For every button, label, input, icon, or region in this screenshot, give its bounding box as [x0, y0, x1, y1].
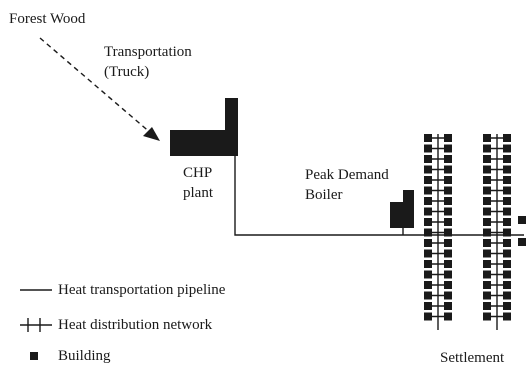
- settlement-label: Settlement: [440, 350, 505, 366]
- building-square: [444, 155, 452, 163]
- building-square: [424, 302, 432, 310]
- building-square: [424, 260, 432, 268]
- building-square: [424, 249, 432, 258]
- building-square: [444, 218, 452, 226]
- building-square: [503, 155, 511, 163]
- settlement-network: [424, 134, 526, 330]
- building-square: [444, 165, 452, 174]
- chp-label: CHP: [183, 165, 213, 181]
- building-square: [483, 249, 491, 258]
- building-square: [444, 228, 452, 237]
- building-square: [424, 144, 432, 153]
- truck-label: (Truck): [104, 64, 150, 80]
- building-square: [518, 238, 526, 246]
- plant-label: plant: [183, 185, 213, 201]
- peak-boiler-chimney: [403, 190, 414, 204]
- building-square: [483, 207, 491, 216]
- boiler-label: Boiler: [305, 187, 343, 203]
- building-square: [483, 134, 491, 142]
- building-square: [503, 186, 511, 195]
- building-square: [503, 228, 511, 237]
- chp-plant-chimney: [225, 98, 238, 156]
- building-square: [424, 218, 432, 226]
- building-square: [424, 155, 432, 163]
- building-square: [444, 291, 452, 300]
- building-square: [424, 239, 432, 247]
- building-square: [503, 197, 511, 205]
- legend-pipeline-label: Heat transportation pipeline: [58, 282, 226, 298]
- legend-network-label: Heat distribution network: [58, 317, 213, 333]
- forest-wood-label: Forest Wood: [9, 11, 86, 27]
- building-square: [518, 216, 526, 224]
- building-square: [483, 291, 491, 300]
- building-square: [503, 144, 511, 153]
- building-square: [503, 207, 511, 216]
- building-square: [503, 134, 511, 142]
- building-square: [483, 197, 491, 205]
- building-square: [503, 260, 511, 268]
- legend-building-label: Building: [58, 348, 111, 364]
- building-square: [444, 312, 452, 321]
- building-square: [444, 239, 452, 247]
- building-square: [424, 270, 432, 279]
- building-square: [483, 165, 491, 174]
- building-square: [483, 155, 491, 163]
- building-square: [483, 239, 491, 247]
- building-square: [483, 218, 491, 226]
- building-square: [424, 176, 432, 184]
- building-square: [503, 176, 511, 184]
- building-square: [444, 249, 452, 258]
- building-square: [424, 197, 432, 205]
- building-square: [444, 281, 452, 289]
- building-square: [444, 176, 452, 184]
- building-square: [483, 228, 491, 237]
- building-square: [483, 302, 491, 310]
- building-square: [483, 186, 491, 195]
- building-square: [503, 281, 511, 289]
- transportation-label: Transportation: [104, 44, 192, 60]
- building-square: [483, 270, 491, 279]
- building-square: [424, 291, 432, 300]
- building-square: [503, 165, 511, 174]
- building-square: [424, 281, 432, 289]
- building-square: [424, 165, 432, 174]
- building-square: [503, 270, 511, 279]
- building-square: [424, 228, 432, 237]
- building-square: [444, 270, 452, 279]
- building-square: [444, 302, 452, 310]
- building-square: [483, 144, 491, 153]
- building-square: [503, 302, 511, 310]
- building-square: [444, 197, 452, 205]
- building-square: [503, 218, 511, 226]
- building-square: [424, 312, 432, 321]
- building-square: [503, 239, 511, 247]
- peak-boiler-building: [390, 202, 414, 228]
- building-square: [503, 312, 511, 321]
- building-square: [444, 207, 452, 216]
- building-square: [483, 281, 491, 289]
- building-square: [483, 260, 491, 268]
- legend-building-square: [30, 352, 38, 360]
- building-square: [503, 249, 511, 258]
- building-square: [444, 186, 452, 195]
- building-square: [444, 260, 452, 268]
- building-square: [483, 176, 491, 184]
- building-square: [483, 312, 491, 321]
- legend-cross-line: [20, 318, 52, 332]
- building-square: [444, 144, 452, 153]
- truck-transport-arrow: [39, 37, 153, 135]
- building-square: [424, 186, 432, 195]
- building-square: [503, 291, 511, 300]
- building-square: [424, 134, 432, 142]
- building-square: [424, 207, 432, 216]
- peak-demand-label: Peak Demand: [305, 167, 389, 183]
- building-square: [444, 134, 452, 142]
- arrow-head-icon: [143, 127, 160, 141]
